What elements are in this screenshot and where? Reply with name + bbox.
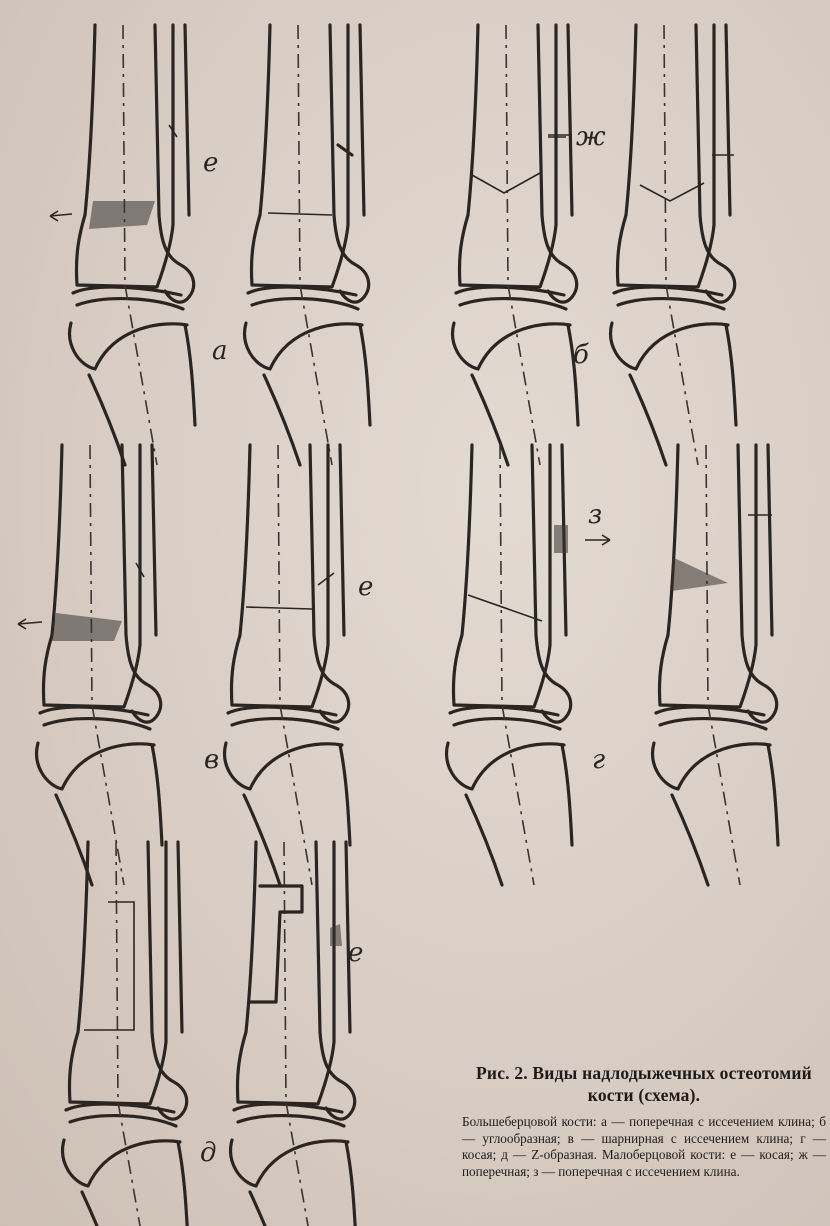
label-b: б: [573, 340, 589, 370]
caption-body: Большеберцовой кости: а — поперечная с и…: [462, 1114, 826, 1180]
figure-caption: Рис. 2. Виды надлодыжечных остеотомий ко…: [462, 1062, 826, 1180]
label-d: д: [200, 1138, 216, 1168]
label-e1: е: [203, 148, 218, 178]
diagram-a-left: [70, 25, 195, 465]
diagram-d-right: [231, 842, 356, 1226]
diagram-b-right: [611, 25, 736, 465]
label-v: в: [204, 745, 219, 775]
diagram-v-left: [37, 445, 162, 885]
label-zh: ж: [576, 122, 606, 152]
diagram-d-left: [63, 842, 188, 1226]
diagram-a-right: [245, 25, 370, 465]
diagram-g-right: [653, 445, 778, 885]
diagram-b-left: [453, 25, 578, 465]
label-a: а: [212, 336, 228, 366]
diagram-v-right: [225, 445, 350, 885]
label-e2: е: [358, 572, 373, 602]
label-e3: е: [348, 938, 363, 968]
label-z: з: [588, 500, 602, 530]
diagram-g-left: [447, 445, 572, 885]
caption-title: Рис. 2. Виды надлодыжечных остеотомий ко…: [462, 1062, 826, 1106]
label-g: г: [592, 745, 605, 775]
